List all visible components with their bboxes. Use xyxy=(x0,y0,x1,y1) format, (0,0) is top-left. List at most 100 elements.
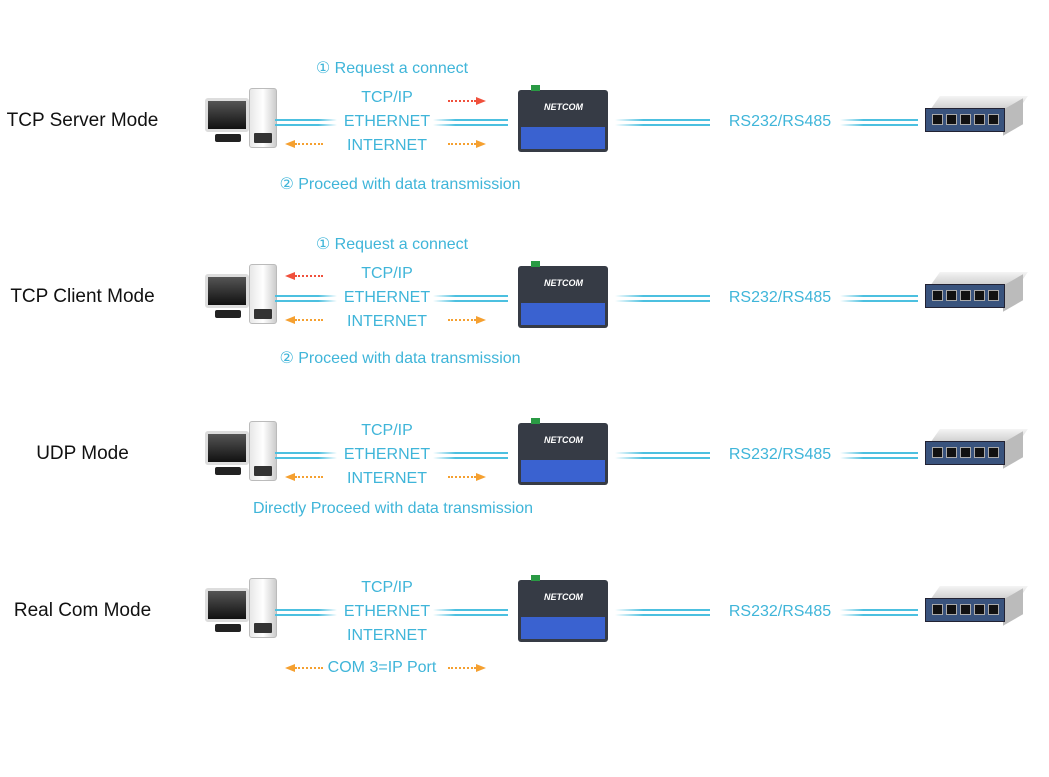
ethernet-line xyxy=(433,119,508,126)
protocol-label-tcpip: TCP/IP xyxy=(361,265,413,282)
serial-line xyxy=(840,609,918,616)
serial-ports-panel xyxy=(521,303,605,325)
computer-mon xyxy=(205,98,249,132)
data-arrow-right xyxy=(448,140,486,148)
serial-line xyxy=(615,609,710,616)
data-arrow-left-head xyxy=(285,473,295,481)
computer-icon xyxy=(205,421,277,481)
terminal-block xyxy=(531,85,540,91)
switch-port xyxy=(932,114,943,125)
computer-mon xyxy=(205,431,249,465)
bottom-note: ② Proceed with data transmission xyxy=(279,176,521,193)
protocol-label-internet: INTERNET xyxy=(347,627,427,644)
serial-ports-panel xyxy=(521,460,605,482)
computer-base xyxy=(215,310,241,318)
data-arrow-left xyxy=(285,664,323,672)
computer-base xyxy=(215,467,241,475)
data-arrow-left-head xyxy=(285,316,295,324)
switch-front xyxy=(925,108,1005,132)
protocol-label-ethernet: ETHERNET xyxy=(343,113,431,130)
computer-icon xyxy=(205,264,277,324)
serial-device-server-icon: NETCOM xyxy=(518,418,608,485)
computer-base xyxy=(215,134,241,142)
request-arrow-right xyxy=(448,97,486,105)
request-arrow-left xyxy=(285,272,323,280)
data-arrow-left-shaft xyxy=(295,319,323,323)
data-arrow-right-shaft xyxy=(448,143,476,147)
switch-port xyxy=(974,290,985,301)
request-arrow-right-head xyxy=(476,97,486,105)
terminal-block xyxy=(531,261,540,267)
serial-line xyxy=(840,119,918,126)
switch-port xyxy=(960,290,971,301)
request-arrow-left-shaft xyxy=(295,275,323,279)
serial-label: RS232/RS485 xyxy=(728,113,832,130)
device-logo: NETCOM xyxy=(544,592,583,602)
serial-device-server-icon: NETCOM xyxy=(518,85,608,152)
terminal-block xyxy=(531,418,540,424)
ethernet-line xyxy=(275,119,337,126)
bottom-note: Directly Proceed with data transmission xyxy=(252,500,534,517)
device-logo: NETCOM xyxy=(544,435,583,445)
ethernet-line xyxy=(275,452,337,459)
switch-front xyxy=(925,598,1005,622)
device-logo: NETCOM xyxy=(544,102,583,112)
switch-port xyxy=(946,290,957,301)
switch-port xyxy=(988,290,999,301)
data-arrow-left-shaft xyxy=(295,476,323,480)
mode-label: TCP Client Mode xyxy=(10,286,155,307)
switch-front xyxy=(925,284,1005,308)
request-arrow-left-head xyxy=(285,272,295,280)
data-arrow-right xyxy=(448,473,486,481)
switch-port xyxy=(988,114,999,125)
device-logo: NETCOM xyxy=(544,278,583,288)
serial-line xyxy=(615,295,710,302)
computer-mon xyxy=(205,588,249,622)
mode-row: TCP Server Mode ① Request a connect ② Proc… xyxy=(0,60,1049,282)
data-arrow-right-head xyxy=(476,316,486,324)
switch-port xyxy=(946,604,957,615)
serial-line xyxy=(840,452,918,459)
protocol-label-ethernet: ETHERNET xyxy=(343,289,431,306)
data-arrow-left xyxy=(285,316,323,324)
data-arrow-left-head xyxy=(285,140,295,148)
protocol-label-internet: INTERNET xyxy=(347,137,427,154)
serial-ports-panel xyxy=(521,127,605,149)
data-arrow-left-shaft xyxy=(295,143,323,147)
switch-port xyxy=(988,447,999,458)
top-note: ① Request a connect xyxy=(315,60,469,77)
data-arrow-right-head xyxy=(476,140,486,148)
protocol-label-ethernet: ETHERNET xyxy=(343,603,431,620)
data-arrow-right-shaft xyxy=(448,319,476,323)
protocol-label-internet: INTERNET xyxy=(347,313,427,330)
serial-switch-icon xyxy=(925,429,1028,471)
switch-port xyxy=(974,447,985,458)
computer-tower xyxy=(249,578,277,638)
switch-port xyxy=(974,114,985,125)
ethernet-line xyxy=(433,609,508,616)
data-arrow-right-shaft xyxy=(448,476,476,480)
serial-line xyxy=(840,295,918,302)
switch-port xyxy=(946,447,957,458)
serial-label: RS232/RS485 xyxy=(728,603,832,620)
ethernet-line xyxy=(275,295,337,302)
mode-label: Real Com Mode xyxy=(13,600,152,621)
data-arrow-right-head xyxy=(476,664,486,672)
protocol-label-internet: INTERNET xyxy=(347,470,427,487)
data-arrow-left xyxy=(285,140,323,148)
serial-ports-panel xyxy=(521,617,605,639)
computer-tower xyxy=(249,88,277,148)
switch-front xyxy=(925,441,1005,465)
protocol-label-tcpip: TCP/IP xyxy=(361,422,413,439)
serial-switch-icon xyxy=(925,96,1028,138)
serial-line xyxy=(615,452,710,459)
data-arrow-right xyxy=(448,664,486,672)
mode-label: TCP Server Mode xyxy=(6,110,159,131)
serial-switch-icon xyxy=(925,586,1028,628)
bottom-note: ② Proceed with data transmission xyxy=(279,350,521,367)
computer-base xyxy=(215,624,241,632)
protocol-label-tcpip: TCP/IP xyxy=(361,89,413,106)
serial-device-server-icon: NETCOM xyxy=(518,261,608,328)
